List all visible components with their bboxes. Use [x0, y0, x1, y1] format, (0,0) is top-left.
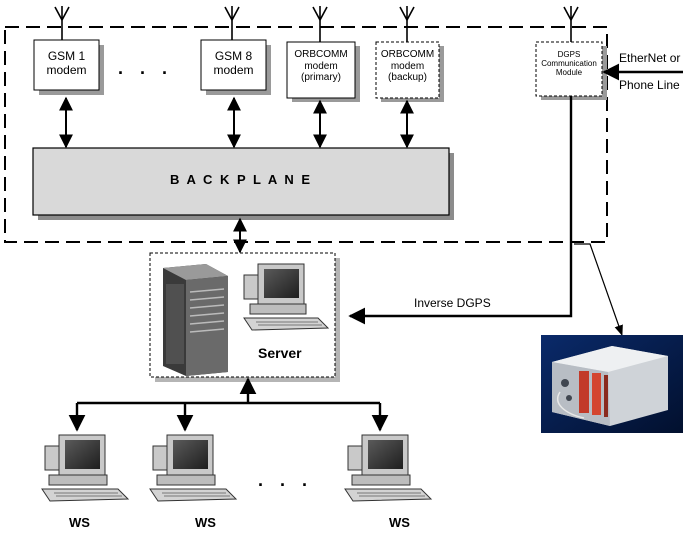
orbcomm-primary-line-3: (primary) [301, 72, 341, 83]
orbcomm-backup-line-3: (backup) [388, 72, 427, 83]
workstation-bus [68, 377, 389, 432]
ws-label-3: WS [389, 515, 410, 530]
workstation-icon-1 [41, 434, 130, 502]
gateway-enclosure [4, 26, 608, 243]
orbcomm-primary-line-1: ORBCOMM [294, 49, 348, 60]
dgps-module-box [535, 41, 603, 97]
backplane-label: B A C K P L A N E [169, 172, 313, 187]
antenna-icon-orbcomm-primary [312, 6, 328, 42]
modem-ellipsis: . . . [118, 58, 174, 78]
gsm1-line-2: modem [46, 62, 87, 77]
photo-pointer-line [574, 243, 623, 337]
antenna-icon-dgps [563, 6, 579, 42]
gsm1-modem-label: GSM 1 modem [34, 49, 99, 78]
orbcomm-backup-label: ORBCOMM modem (backup) [376, 49, 439, 84]
server-label: Server [258, 345, 302, 361]
orbcomm-primary-box [286, 41, 356, 99]
dgps-hardware-photo [541, 335, 683, 433]
server-monitor-icon [243, 263, 330, 331]
orbcomm-primary-line-2: modem [304, 60, 338, 72]
backplane-box [32, 147, 450, 216]
gsm8-line-1: GSM 8 [214, 49, 253, 63]
gsm8-line-2: modem [213, 62, 254, 77]
gsm1-line-1: GSM 1 [47, 49, 86, 63]
modem-boxes [33, 39, 607, 102]
inverse-dgps-line [348, 96, 573, 325]
dgps-line-2: Communication [541, 59, 597, 69]
orbcomm-backup-line-2: modem [390, 60, 425, 72]
ws-ellipsis: . . . [258, 470, 314, 490]
phone-line-label: Phone Line [619, 78, 680, 92]
ws-label-1: WS [69, 515, 90, 530]
ethernet-label: EtherNet or [619, 51, 681, 65]
gsm8-modem-label: GSM 8 modem [201, 49, 266, 78]
orbcomm-backup-box [375, 41, 440, 99]
workstation-icon-3 [344, 434, 433, 502]
gsm1-modem-box [33, 39, 100, 91]
antenna-icon-gsm8 [224, 6, 240, 40]
antenna-icon-orbcomm-backup [399, 6, 415, 42]
inverse-dgps-label: Inverse DGPS [414, 296, 491, 310]
dgps-line-1: DGPS [557, 50, 581, 59]
ws-label-2: WS [195, 515, 216, 530]
antenna-icon-gsm1 [54, 6, 70, 40]
antenna-icons [54, 6, 579, 42]
dgps-module-label: DGPS Communication Module [536, 50, 602, 78]
server-tower-icon [163, 264, 228, 376]
orbcomm-primary-label: ORBCOMM modem (primary) [287, 49, 355, 84]
orbcomm-backup-line-1: ORBCOMM [380, 49, 435, 60]
workstation-icon-2 [149, 434, 238, 502]
modem-backplane-arrows [59, 96, 414, 254]
dgps-line-3: Module [555, 68, 583, 78]
gsm8-modem-box [200, 39, 267, 91]
